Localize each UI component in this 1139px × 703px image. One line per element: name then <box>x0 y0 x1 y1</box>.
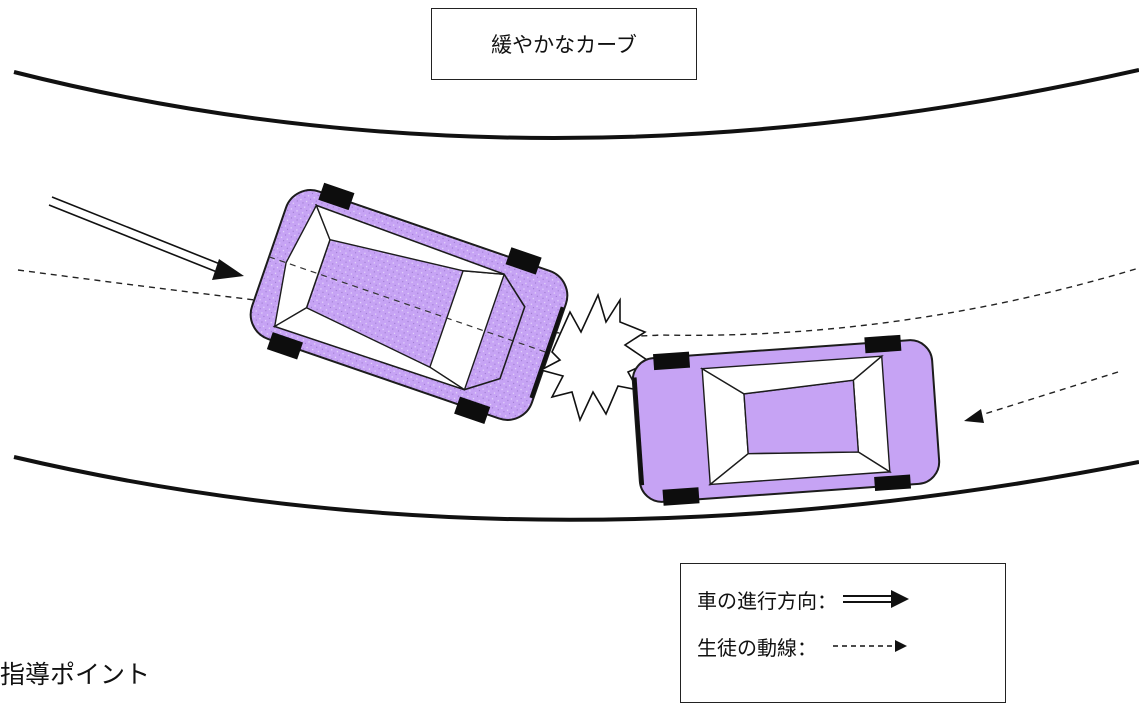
double-arrow-icon <box>843 590 909 608</box>
legend-student-path-label: 生徒の動線： <box>697 635 817 660</box>
dashed-arrow-icon <box>833 640 907 652</box>
section-heading: 指導ポイント <box>0 660 151 689</box>
diagram-title: 緩やかなカーブ <box>431 8 697 80</box>
student-path-right-arrowhead <box>964 409 984 423</box>
road-edge-top <box>13 68 1139 140</box>
car-left-side-window-top <box>315 204 505 276</box>
road-edge-bottom <box>13 455 1139 522</box>
tire <box>318 182 355 211</box>
tire <box>864 334 902 354</box>
tire <box>266 332 304 360</box>
tire <box>662 487 700 506</box>
legend: 車の進行方向： 生徒の動線： <box>680 563 1006 703</box>
tire <box>454 396 491 425</box>
tire <box>653 351 691 371</box>
tire <box>505 247 542 275</box>
legend-car-direction-label: 車の進行方向： <box>697 588 837 613</box>
car-direction-arrow <box>48 196 244 280</box>
legend-car-direction: 車の進行方向： <box>697 584 911 614</box>
car-right-side-window-top <box>699 355 884 395</box>
car-right <box>631 334 941 506</box>
car-left-side-window-bottom <box>273 306 465 391</box>
student-path-right-line <box>977 371 1119 417</box>
car-left <box>249 182 569 425</box>
tire <box>874 474 912 491</box>
accident-diagram <box>13 68 1139 522</box>
student-path-left <box>17 267 1139 337</box>
car-right-side-window-bottom <box>708 451 892 486</box>
legend-student-path: 生徒の動線： <box>697 631 911 661</box>
